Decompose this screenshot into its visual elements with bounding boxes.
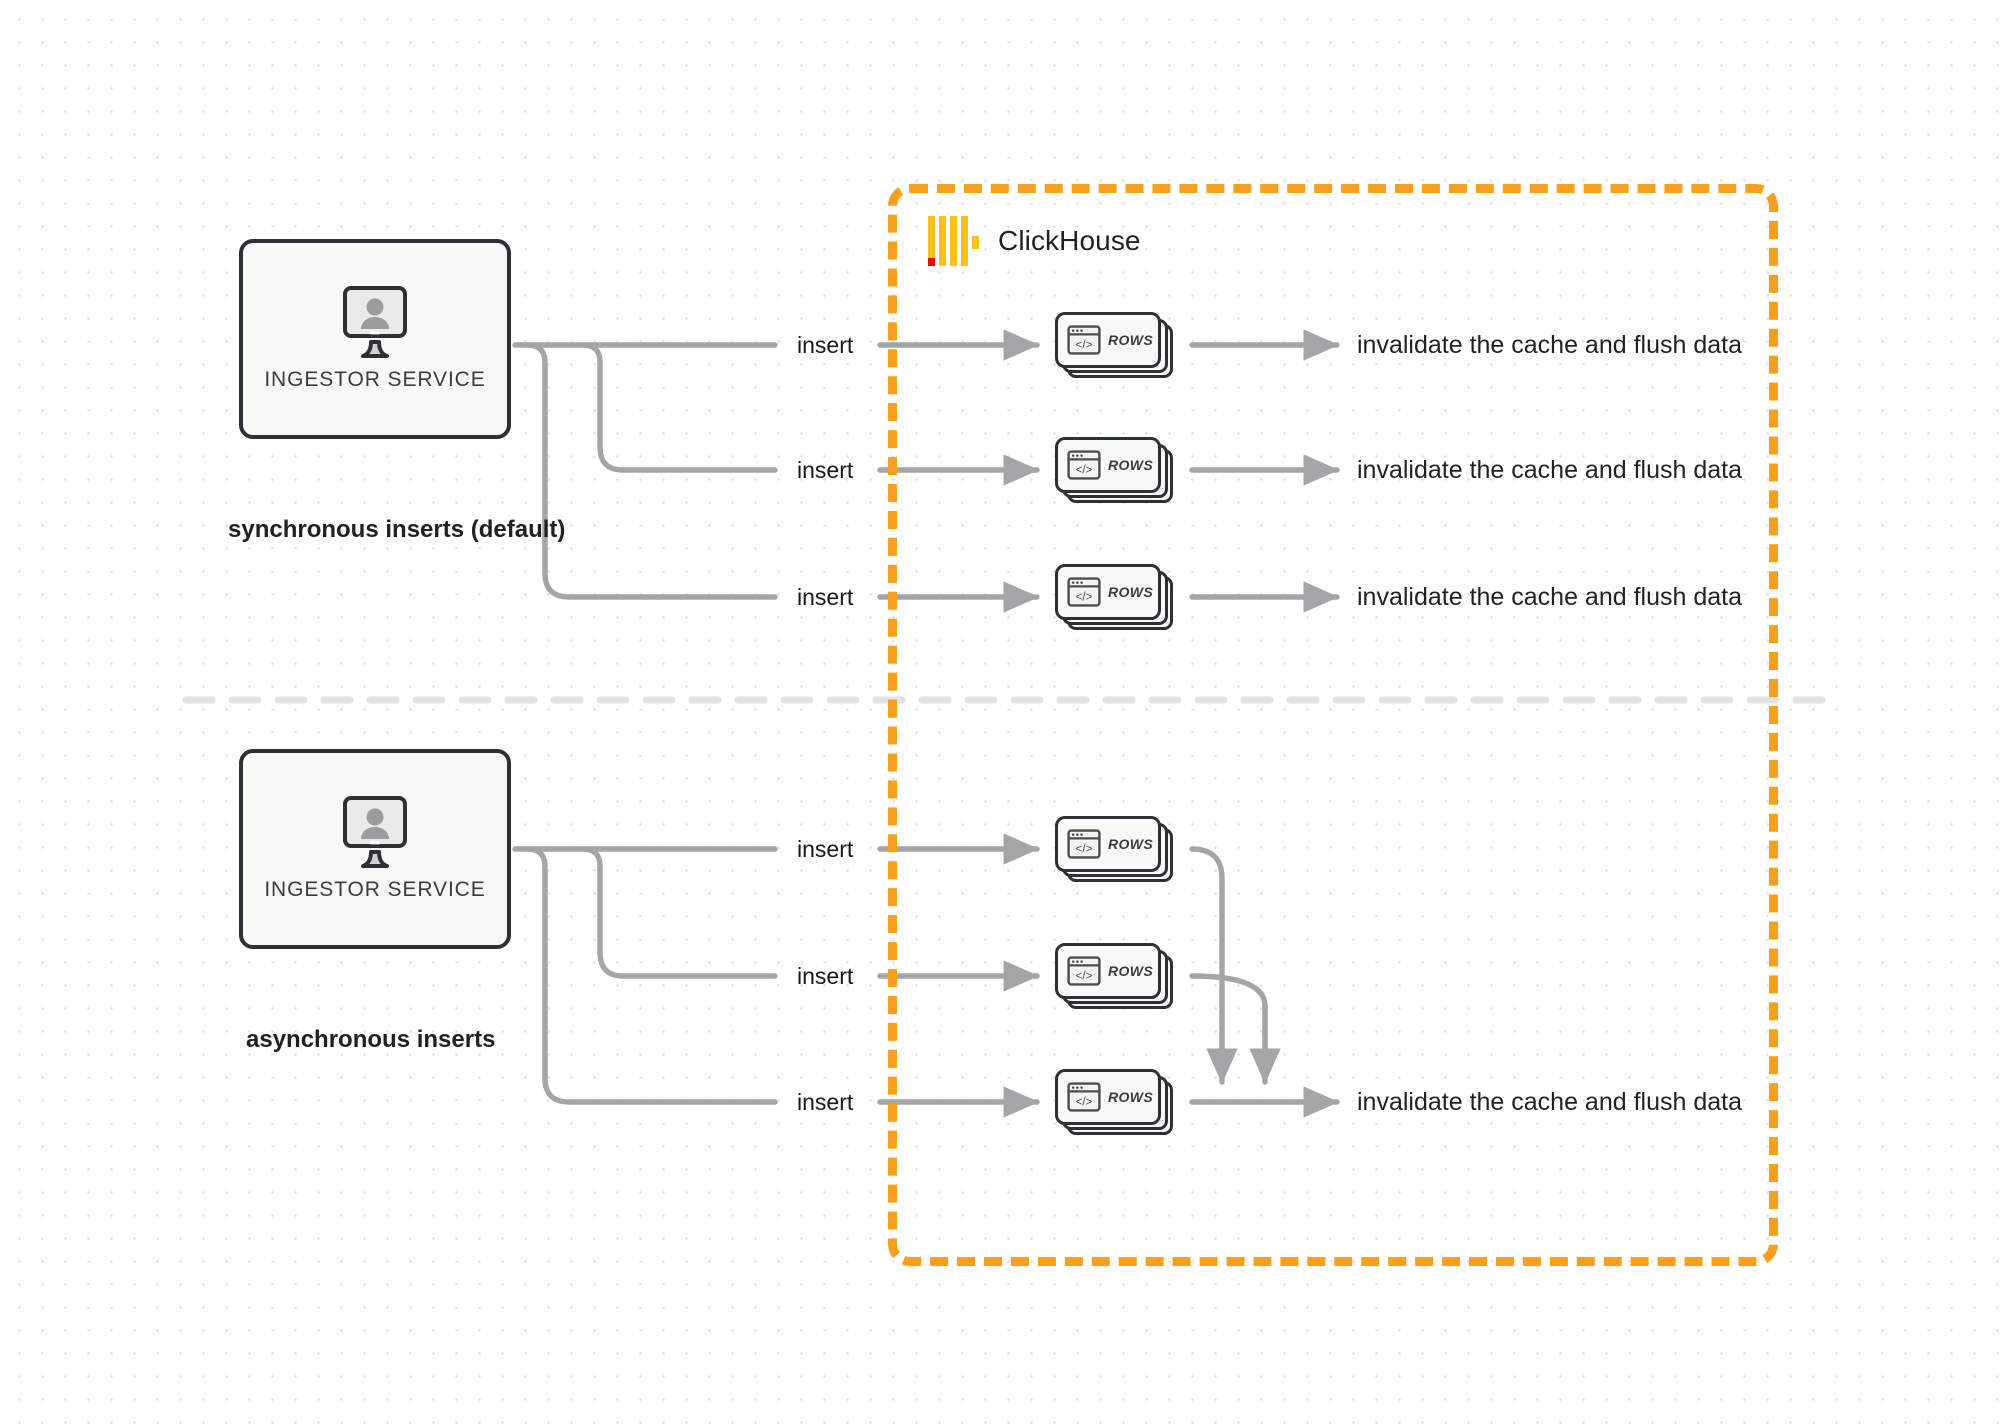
insert-label-sync-3: insert <box>797 584 854 610</box>
rows-card-label: ROWS <box>1108 1089 1154 1105</box>
code-window-icon: </> <box>1067 577 1101 607</box>
insert-label-async-2: insert <box>797 963 854 989</box>
rows-card-async-2[interactable]: </> ROWS <box>1055 943 1173 1009</box>
svg-text:</>: </> <box>1076 970 1093 982</box>
code-window-icon: </> <box>1067 956 1101 986</box>
code-window-icon: </> <box>1067 829 1101 859</box>
outcome-sync-3: invalidate the cache and flush data <box>1357 583 1742 611</box>
insert-label-sync-2: insert <box>797 457 854 483</box>
clickhouse-title: ClickHouse <box>998 225 1141 256</box>
rows-card-async-3[interactable]: </> ROWS <box>1055 1069 1173 1135</box>
rows-card-async-1[interactable]: </> ROWS <box>1055 816 1173 882</box>
clickhouse-header: ClickHouse <box>928 216 1141 266</box>
outcome-sync-1: invalidate the cache and flush data <box>1357 331 1742 359</box>
rows-card-front: </> ROWS <box>1055 943 1161 999</box>
wire-sync-branch-3 <box>524 342 778 600</box>
svg-text:</>: </> <box>1076 1096 1093 1108</box>
code-window-icon: </> <box>1067 325 1101 355</box>
rows-card-label: ROWS <box>1108 457 1154 473</box>
code-window-icon: </> <box>1067 1082 1101 1112</box>
ingestor-service-sync[interactable]: INGESTOR SERVICE <box>239 239 511 439</box>
rows-card-label: ROWS <box>1108 836 1154 852</box>
rows-card-front: </> ROWS <box>1055 564 1161 620</box>
svg-text:</>: </> <box>1076 464 1093 476</box>
rows-card-sync-2[interactable]: </> ROWS <box>1055 437 1173 503</box>
code-window-icon: </> <box>1067 450 1101 480</box>
rows-card-sync-3[interactable]: </> ROWS <box>1055 564 1173 630</box>
rows-card-sync-1[interactable]: </> ROWS <box>1055 312 1173 378</box>
wire-sync-branch-2 <box>580 342 778 473</box>
clickhouse-logo-icon <box>928 216 979 266</box>
insert-label-sync-1: insert <box>797 332 854 358</box>
svg-text:</>: </> <box>1076 339 1093 351</box>
rows-card-front: </> ROWS <box>1055 1069 1161 1125</box>
insert-label-async-3: insert <box>797 1089 854 1115</box>
wire-async-branch-3 <box>524 846 778 1105</box>
caption-asynchronous: asynchronous inserts <box>246 1026 496 1053</box>
rows-card-label: ROWS <box>1108 584 1154 600</box>
rows-card-front: </> ROWS <box>1055 437 1161 493</box>
rows-card-label: ROWS <box>1108 332 1154 348</box>
ingestor-service-label: INGESTOR SERVICE <box>264 368 486 391</box>
monitor-user-icon <box>343 796 407 868</box>
ingestor-service-async[interactable]: INGESTOR SERVICE <box>239 749 511 949</box>
svg-text:</>: </> <box>1076 591 1093 603</box>
monitor-user-icon <box>343 286 407 358</box>
svg-text:</>: </> <box>1076 843 1093 855</box>
ingestor-service-label: INGESTOR SERVICE <box>264 878 486 901</box>
insert-label-async-1: insert <box>797 836 854 862</box>
clickhouse-boundary <box>888 184 1778 1266</box>
caption-synchronous: synchronous inserts (default) <box>228 516 566 543</box>
wire-async-branch-2 <box>580 846 778 979</box>
rows-card-label: ROWS <box>1108 963 1154 979</box>
outcome-async: invalidate the cache and flush data <box>1357 1088 1742 1116</box>
rows-card-front: </> ROWS <box>1055 312 1161 368</box>
rows-card-front: </> ROWS <box>1055 816 1161 872</box>
outcome-sync-2: invalidate the cache and flush data <box>1357 456 1742 484</box>
